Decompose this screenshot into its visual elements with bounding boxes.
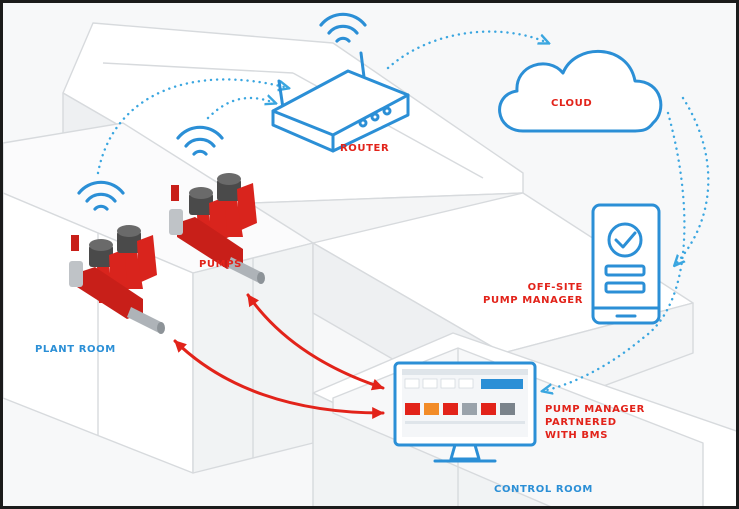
- tablet-icon: [591, 203, 661, 325]
- pump-pipe-end: [157, 322, 165, 334]
- checkmark-icon: [614, 231, 637, 249]
- cloud-icon: [498, 50, 663, 133]
- network-links: [96, 30, 710, 391]
- pump-pipe: [227, 257, 263, 283]
- pump-group-right: [169, 173, 265, 284]
- pump-valve: [71, 235, 79, 251]
- plant-room-label: PLANT ROOM: [35, 344, 116, 355]
- pump-manifold: [177, 217, 243, 269]
- pump-pipe: [169, 209, 183, 235]
- control-room-label: CONTROL ROOM: [494, 484, 593, 495]
- system-diagram: [3, 12, 736, 506]
- pump-control-links: [173, 293, 385, 419]
- bms-pump-manager-label: PUMP MANAGER PARTNERED WITH BMS: [545, 403, 645, 442]
- dashboard-tiles: [404, 378, 525, 424]
- pump-manifold: [77, 267, 143, 319]
- bms-label-line: WITH BMS: [545, 430, 608, 441]
- pumps-label: PUMPS: [199, 259, 242, 270]
- pump-group-left: [69, 225, 165, 334]
- cloud-label: CLOUD: [551, 98, 593, 109]
- pump-icon: [117, 225, 157, 289]
- router-icon: [271, 51, 410, 153]
- link-pumps-to-router: [206, 98, 275, 120]
- pump-icon: [217, 173, 257, 237]
- link-router-to-cloud: [386, 30, 548, 70]
- wifi-icon: [319, 12, 367, 43]
- off-site-label-line: PUMP MANAGER: [483, 295, 583, 306]
- wifi-icon: [176, 125, 224, 156]
- monitor-icon: [393, 361, 537, 463]
- pump-pipe-end: [257, 272, 265, 284]
- link-plant-to-router: [96, 78, 288, 175]
- link-cloud-to-monitor: [543, 111, 686, 391]
- bms-label-line: PUMP MANAGER: [545, 404, 645, 415]
- pump-pipe: [69, 261, 83, 287]
- pump-valve: [171, 185, 179, 201]
- off-site-label-line: OFF-SITE: [527, 282, 583, 293]
- wifi-icon: [77, 180, 125, 211]
- router-label: ROUTER: [340, 143, 390, 154]
- arrow-pumps-left-to-monitor: [173, 339, 385, 419]
- bms-label-line: PARTNERED: [545, 417, 617, 428]
- pump-pipe: [127, 307, 163, 333]
- off-site-pump-manager-label: OFF-SITE PUMP MANAGER: [473, 281, 583, 307]
- link-cloud-to-tablet: [675, 96, 710, 265]
- roof-edge-line: [102, 62, 294, 74]
